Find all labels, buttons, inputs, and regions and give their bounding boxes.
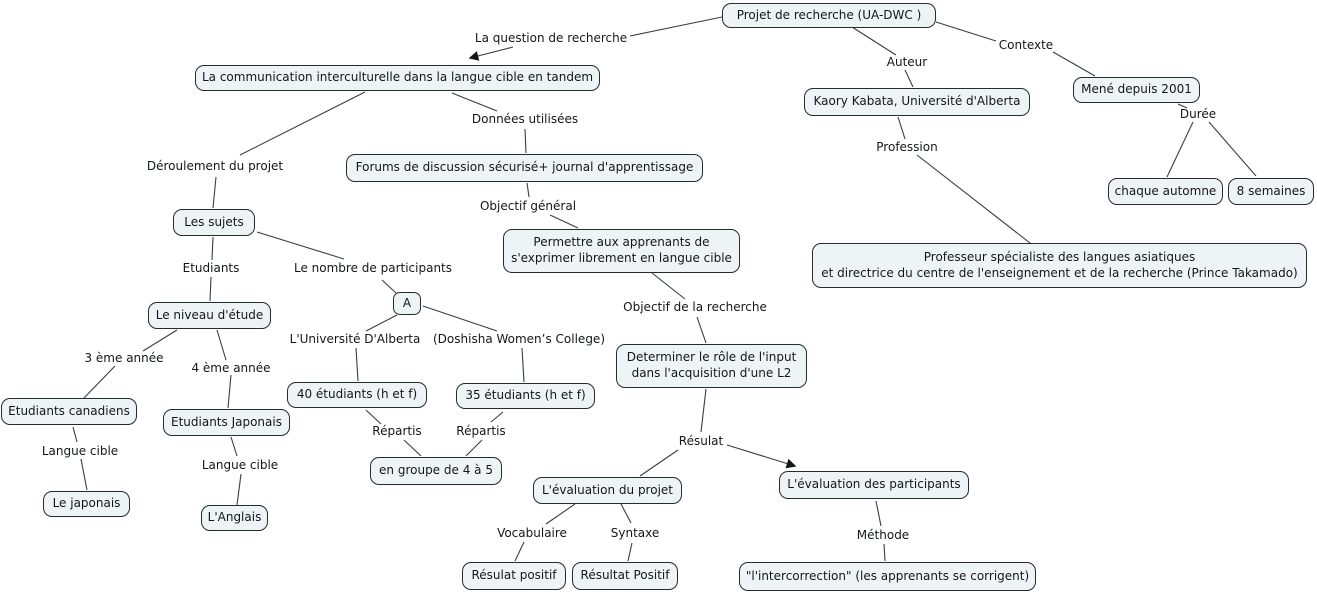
label-deroulement-du-projet[interactable]: Déroulement du projet xyxy=(146,159,284,173)
edge-duree-semaines xyxy=(1208,121,1257,177)
edge-niveau-annee4 xyxy=(216,329,227,361)
node-kaory-kabata[interactable]: Kaory Kabata, Université d'Alberta xyxy=(804,88,1030,116)
edge-languecible2-anglais xyxy=(236,473,242,506)
edge-sujets-nombre xyxy=(256,231,345,260)
node-les-sujets[interactable]: Les sujets xyxy=(173,209,255,236)
edge-donnees-forums xyxy=(524,128,527,154)
edge-question-communication-arrow xyxy=(468,46,514,61)
label-objectif-general[interactable]: Objectif général xyxy=(479,199,577,213)
label-doshisha-womens-college[interactable]: (Doshisha Women’s College) xyxy=(433,332,605,346)
edge-syntaxe-respositif2 xyxy=(627,542,633,562)
node-a[interactable]: A xyxy=(393,292,421,315)
edge-japonais-languecible2 xyxy=(230,436,238,457)
label-auteur[interactable]: Auteur xyxy=(886,55,928,69)
node-permettre-apprenants[interactable]: Permettre aux apprenants de s'exprimer l… xyxy=(503,229,740,273)
node-le-japonais[interactable]: Le japonais xyxy=(43,491,130,517)
node-etudiants-canadiens[interactable]: Etudiants canadiens xyxy=(1,398,137,425)
node-intercorrection[interactable]: "l'intercorrection" (les apprenants se c… xyxy=(739,562,1036,591)
edge-vocabulaire-respositif1 xyxy=(514,541,525,562)
label-resulat[interactable]: Résulat xyxy=(678,434,724,448)
edge-resulat-evalparticipants-arrow xyxy=(726,444,797,469)
label-langue-cible-droite[interactable]: Langue cible xyxy=(201,458,279,472)
edge-resulat-evalprojet xyxy=(639,449,679,477)
label-4eme-annee[interactable]: 4 ème année xyxy=(191,361,271,375)
edge-a-doshisha xyxy=(422,305,498,332)
edge-projet-contexte xyxy=(935,21,997,42)
edge-languecible1-lejaponais xyxy=(80,458,88,491)
label-contexte[interactable]: Contexte xyxy=(998,38,1054,52)
edge-auteur-kaory xyxy=(904,69,914,88)
edge-deroulement-sujets xyxy=(212,176,217,209)
edge-a-univalberta xyxy=(365,314,398,332)
edge-evalprojet-vocabulaire xyxy=(545,503,576,525)
node-evaluation-des-participants[interactable]: L'évaluation des participants xyxy=(779,471,969,499)
edge-etudiants-niveau xyxy=(209,276,212,302)
label-donnees-utilisees[interactable]: Données utilisées xyxy=(471,112,579,126)
label-profession[interactable]: Profession xyxy=(876,140,938,154)
edge-profession-professeur xyxy=(916,154,1031,244)
label-repartis-gauche[interactable]: Répartis xyxy=(372,424,422,438)
edge-annee4-japonais xyxy=(227,374,232,409)
node-groupe-4-a-5[interactable]: en groupe de 4 à 5 xyxy=(370,457,502,485)
node-8-semaines[interactable]: 8 semaines xyxy=(1228,178,1314,205)
edge-univalberta-et40 xyxy=(355,347,359,382)
node-resulat-positif-vocabulaire[interactable]: Résulat positif xyxy=(462,562,566,590)
edge-evalparticipants-methode xyxy=(875,500,882,527)
edge-niveau-annee3 xyxy=(142,329,178,352)
edge-projet-auteur xyxy=(851,26,897,56)
node-forums-discussion[interactable]: Forums de discussion sécurisé+ journal d… xyxy=(346,154,703,182)
edge-kaory-profession xyxy=(897,116,906,140)
edge-communication-deroulement xyxy=(239,91,366,156)
node-mene-depuis-2001[interactable]: Mené depuis 2001 xyxy=(1073,77,1200,103)
node-communication-interculturelle[interactable]: La communication interculturelle dans la… xyxy=(195,65,600,91)
node-35-etudiants[interactable]: 35 étudiants (h et f) xyxy=(456,383,595,409)
edge-objgeneral-permettre xyxy=(549,214,579,229)
label-langue-cible-gauche[interactable]: Langue cible xyxy=(41,444,119,458)
edge-nombre-a xyxy=(381,279,397,294)
label-vocabulaire[interactable]: Vocabulaire xyxy=(497,526,567,540)
edge-et35-repartis2 xyxy=(490,411,504,423)
edge-et40-repartis1 xyxy=(365,409,382,425)
node-resultat-positif-syntaxe[interactable]: Résultat Positif xyxy=(572,562,678,590)
label-syntaxe[interactable]: Syntaxe xyxy=(610,526,660,540)
node-evaluation-du-projet[interactable]: L'évaluation du projet xyxy=(533,477,682,504)
edge-repartis2-groupe xyxy=(465,439,483,457)
node-etudiants-japonais[interactable]: Etudiants Japonais xyxy=(163,409,290,436)
edge-canadiens-languecible1 xyxy=(72,426,78,443)
edge-doshisha-et35 xyxy=(521,347,525,383)
label-duree[interactable]: Durée xyxy=(1179,107,1217,121)
node-niveau-etude[interactable]: Le niveau d'étude xyxy=(148,302,271,329)
edge-duree-chaque xyxy=(1166,121,1194,178)
label-etudiants[interactable]: Etudiants xyxy=(182,261,240,275)
node-projet-de-recherche[interactable]: Projet de recherche (UA-DWC ) xyxy=(722,3,936,28)
node-chaque-automne[interactable]: chaque automne xyxy=(1108,178,1223,205)
label-3eme-annee[interactable]: 3 ème année xyxy=(84,351,164,365)
edge-evalprojet-syntaxe xyxy=(620,503,632,524)
node-l-anglais[interactable]: L'Anglais xyxy=(201,505,268,531)
edge-objrecherche-determiner xyxy=(696,316,707,344)
edge-question-projet xyxy=(629,16,723,37)
label-methode[interactable]: Méthode xyxy=(856,528,910,542)
label-repartis-droite[interactable]: Répartis xyxy=(456,424,506,438)
edge-communication-donnees xyxy=(451,92,498,112)
edge-determiner-resulat xyxy=(700,388,707,433)
node-determiner-role-input[interactable]: Determiner le rôle de l'input dans l'acq… xyxy=(616,344,807,388)
edge-repartis1-groupe xyxy=(403,439,422,457)
edge-forums-objgeneral xyxy=(526,182,530,198)
edge-sujets-etudiants xyxy=(211,236,214,261)
edge-contexte-mene xyxy=(1052,51,1096,77)
edge-methode-intercorrection xyxy=(883,543,886,562)
edge-permettre-objrecherche xyxy=(651,272,686,300)
edge-mene-duree xyxy=(1177,103,1188,109)
edge-annee3-canadiens xyxy=(83,365,116,399)
node-40-etudiants[interactable]: 40 étudiants (h et f) xyxy=(287,382,427,408)
node-professeur-specialiste[interactable]: Professeur spécialiste des langues asiat… xyxy=(812,243,1307,288)
label-universite-d-alberta[interactable]: L'Université D'Alberta xyxy=(289,332,421,346)
label-nombre-de-participants[interactable]: Le nombre de participants xyxy=(293,261,453,275)
label-objectif-de-la-recherche[interactable]: Objectif de la recherche xyxy=(623,300,767,314)
label-la-question-de-recherche[interactable]: La question de recherche xyxy=(474,31,628,45)
